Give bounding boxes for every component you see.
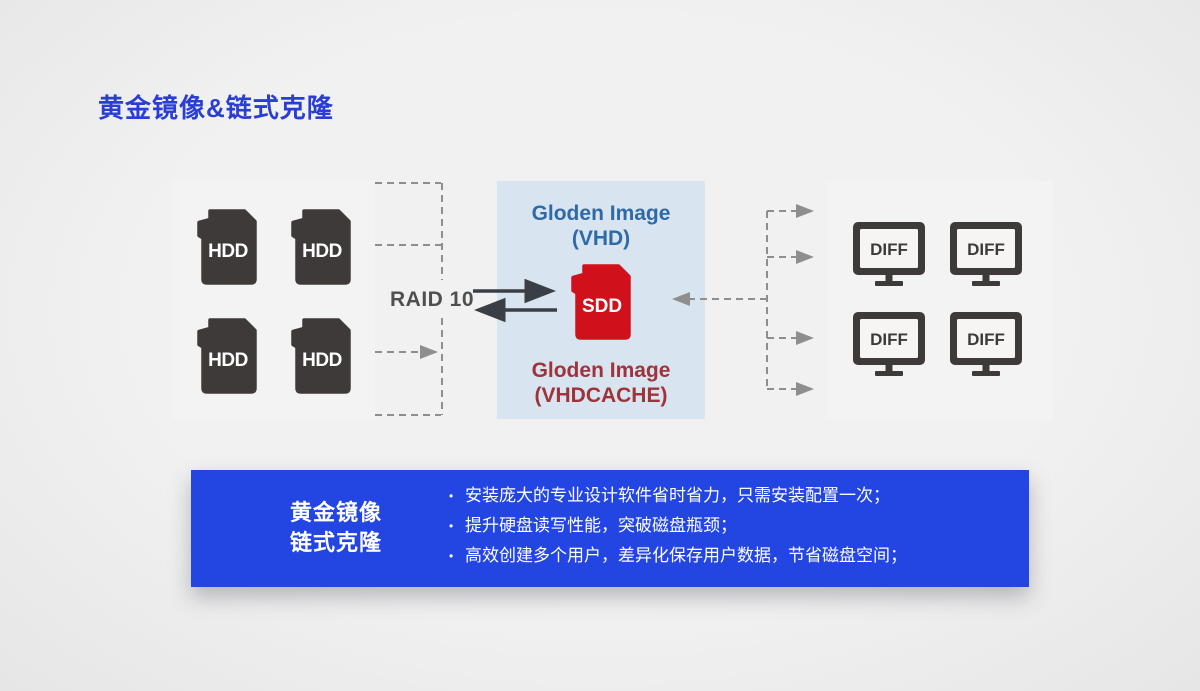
raid-10-label: RAID 10	[389, 288, 475, 311]
bullet-item: • 高效创建多个用户，差异化保存用户数据，节省磁盘空间；	[449, 547, 907, 565]
sdd-label: SDD	[582, 296, 622, 317]
monitor-icon: DIFF	[853, 312, 925, 376]
golden-image-title-line2: (VHD)	[571, 227, 631, 250]
monitor-icon: DIFF	[853, 222, 925, 286]
hdd-card-icon: HDD	[291, 318, 351, 394]
banner-heading-line2: 链式克隆	[290, 530, 383, 555]
summary-banner: 黄金镜像 链式克隆 • 安装庞大的专业设计软件省时省力，只需安装配置一次； • …	[191, 470, 1029, 587]
bullet-item: • 安装庞大的专业设计软件省时省力，只需安装配置一次；	[449, 487, 907, 505]
diff-group-panel: DIFF DIFF DIFF DIFF	[827, 181, 1053, 419]
golden-image-vhd-title: Gloden Image (VHD)	[532, 201, 671, 251]
hdd-label: HDD	[302, 350, 342, 371]
banner-heading-line1: 黄金镜像	[290, 500, 383, 525]
golden-image-title-line1: Gloden Image	[531, 202, 671, 225]
bullet-dot: •	[449, 489, 454, 503]
hdd-card-icon: HDD	[197, 209, 257, 285]
diff-label: DIFF	[967, 330, 1005, 349]
diff-label: DIFF	[870, 240, 908, 259]
banner-heading: 黄金镜像 链式克隆	[290, 498, 382, 558]
banner-bullet-list: • 安装庞大的专业设计软件省时省力，只需安装配置一次； • 提升硬盘读写性能，突…	[449, 487, 907, 577]
hdd-label: HDD	[208, 241, 248, 262]
bullet-dot: •	[449, 519, 454, 533]
monitor-icon: DIFF	[950, 222, 1022, 286]
sdd-card-icon: SDD	[571, 264, 631, 340]
hdd-card-icon: HDD	[197, 318, 257, 394]
bullet-text: 高效创建多个用户，差异化保存用户数据，节省磁盘空间；	[465, 546, 907, 565]
bullet-text: 提升硬盘读写性能，突破磁盘瓶颈；	[465, 516, 737, 535]
hdd-card-icon: HDD	[291, 209, 351, 285]
bullet-item: • 提升硬盘读写性能，突破磁盘瓶颈；	[449, 517, 907, 535]
hdd-label: HDD	[208, 350, 248, 371]
golden-image-panel: Gloden Image (VHD) SDD Gloden Image (VHD…	[497, 181, 705, 419]
diff-label: DIFF	[967, 240, 1005, 259]
monitor-icon: DIFF	[950, 312, 1022, 376]
bullet-text: 安装庞大的专业设计软件省时省力，只需安装配置一次；	[465, 486, 890, 505]
bullet-dot: •	[449, 549, 454, 563]
hdd-label: HDD	[302, 241, 342, 262]
golden-image-vhdcache-title: Gloden Image (VHDCACHE)	[532, 358, 671, 408]
sdd-card-wrap: SDD	[571, 264, 631, 345]
hdd-group-panel: HDD HDD HDD HDD	[172, 181, 375, 419]
vhdcache-title-line1: Gloden Image	[531, 359, 671, 382]
page-title: 黄金镜像&链式克隆	[98, 93, 334, 123]
diff-label: DIFF	[870, 330, 908, 349]
vhdcache-title-line2: (VHDCACHE)	[534, 384, 668, 407]
